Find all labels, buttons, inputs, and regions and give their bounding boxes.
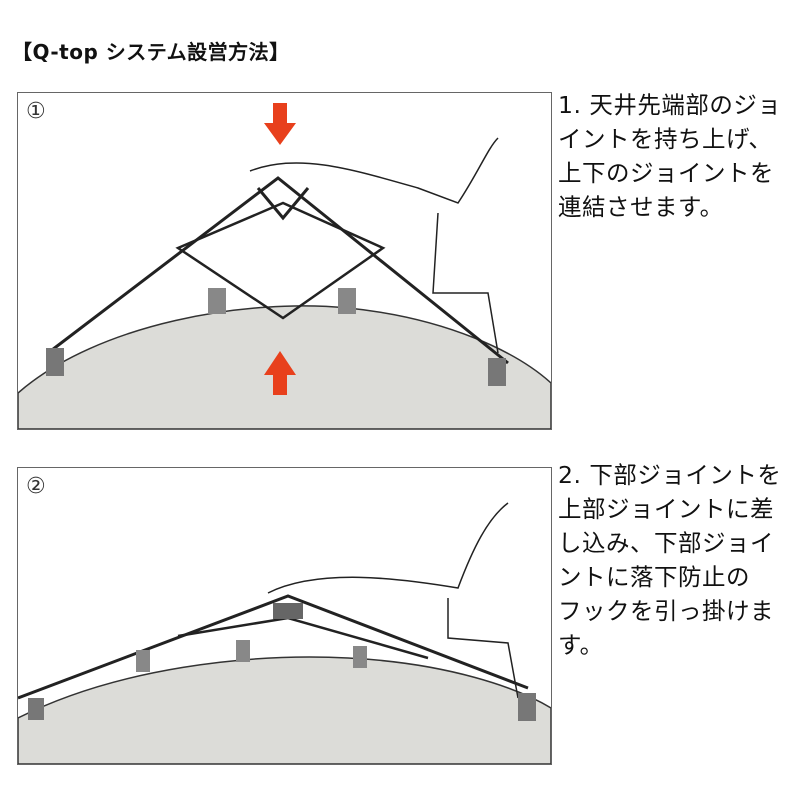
step-2-line: し込み、下部ジョイ: [558, 529, 774, 557]
step-2-line: 上部ジョイントに差: [558, 495, 774, 523]
down-arrow-icon: [264, 103, 296, 145]
step-1-line: イントを持ち上げ、: [558, 125, 773, 153]
page-title: 【Q-top システム設営方法】: [12, 40, 290, 64]
step-1-line: 連結させます。: [558, 193, 724, 221]
step-2-marker: ②: [26, 474, 46, 499]
step-2-illustration: ②: [17, 467, 552, 765]
step-2-line: 2. 下部ジョイントを: [558, 461, 782, 489]
tent-joint-connect-drawing: [18, 502, 551, 764]
step-2-line: す。: [558, 631, 604, 659]
step-1-line: 上下のジョイントを: [558, 159, 774, 187]
step-2-line: ントに落下防止の: [558, 563, 750, 591]
tent-joint-lift-drawing: [18, 103, 551, 429]
step-1-text: 1. 天井先端部のジョ イントを持ち上げ、 上下のジョイントを 連結させます。: [558, 88, 781, 224]
up-arrow-icon: [264, 351, 296, 395]
step-1-line: 1. 天井先端部のジョ: [558, 91, 782, 119]
step-1-illustration: ①: [17, 92, 552, 430]
step-1-marker: ①: [26, 99, 46, 124]
step-2-text: 2. 下部ジョイントを 上部ジョイントに差 し込み、下部ジョイ ントに落下防止の…: [558, 458, 781, 662]
step-2-line: フックを引っ掛けま: [558, 597, 774, 625]
